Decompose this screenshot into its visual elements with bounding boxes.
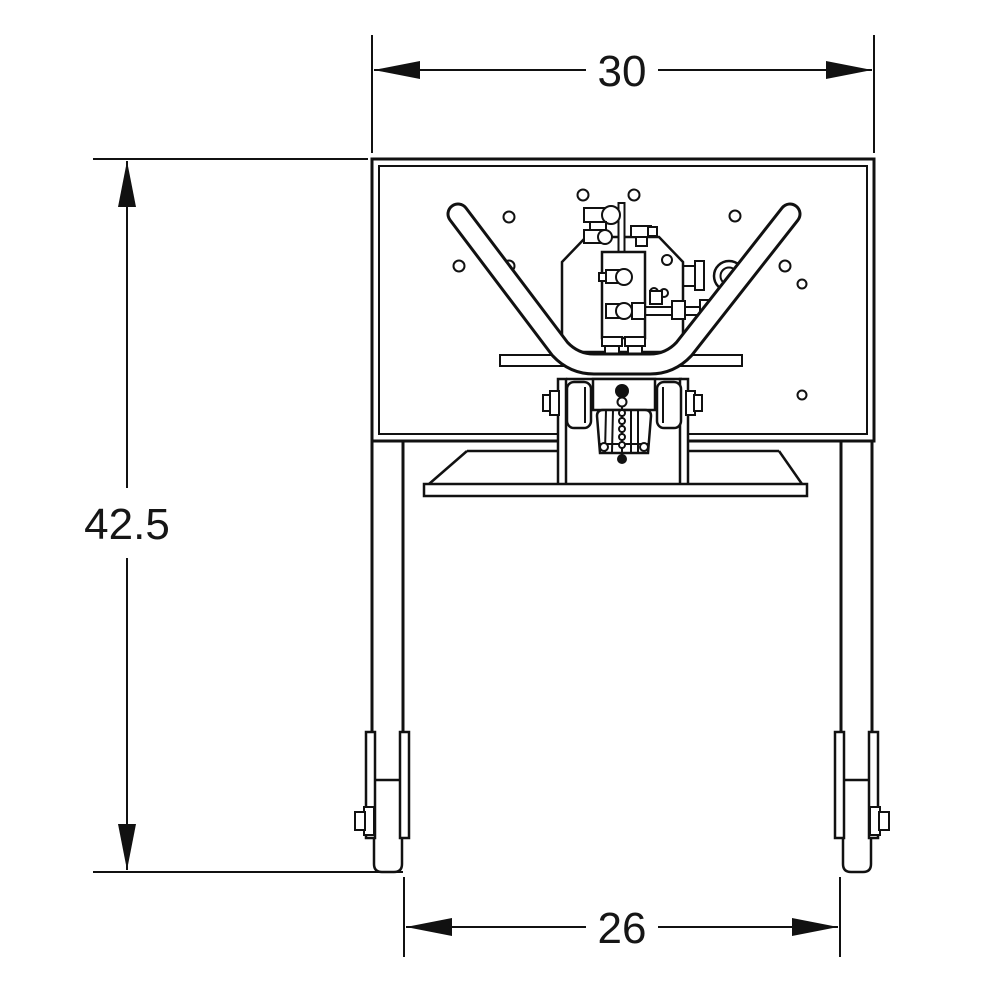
roller-right [655,380,683,430]
hole [627,188,641,202]
dimension-label-overall-height: 42.5 [84,500,170,549]
wheel-right-bracket-outer [867,730,880,840]
v-handle [446,202,802,376]
hole [728,209,742,223]
arrowhead-right [792,918,838,936]
bolt-left-washer [549,390,560,416]
elbow-fitting-round [601,205,621,225]
handle-tube-fill [449,205,799,373]
dimension-overall-height: 42.5 [84,158,403,873]
arrowhead-up [118,161,136,207]
drum-bolt [599,442,609,452]
fitting-stem [635,236,648,247]
wheel-left [354,730,411,874]
hose-union [671,300,686,320]
center-caster-assembly [542,377,703,487]
elbow-fitting-round [597,229,613,245]
chain-link [618,417,626,425]
wheel-left-bracket-outer [364,730,377,840]
arrowhead-right [826,61,872,79]
hole [576,188,590,202]
arrowhead-left [406,918,452,936]
load-tray-edges [428,449,804,485]
hole [778,259,792,273]
hole [452,259,466,273]
tee-fitting [649,290,663,305]
dimension-label-top-width: 30 [598,47,647,96]
arrowhead-left [374,61,420,79]
wheel-right-bracket-inner [833,730,846,840]
tray-right-slope [777,450,804,485]
bolt-right-head [693,394,703,412]
dimension-label-wheel-track: 26 [598,904,647,953]
chain-ball-bottom [617,454,627,464]
chain-link [618,433,626,441]
tray-front-edge [422,482,809,498]
axle-bolt [878,811,890,831]
arrowhead-down [118,824,136,870]
hole [502,210,516,224]
axle-bolt [354,811,366,831]
tank-foot [601,336,623,347]
chain-link [618,409,626,417]
hole [796,389,808,401]
hydraulic-pump-assembly [560,202,746,355]
hole [796,278,808,290]
tray-left-slope [428,450,468,485]
dimension-wheel-track: 26 [403,877,841,957]
hose-coupler [694,260,705,291]
wheel-right [833,730,890,874]
drum-bolt [639,442,649,452]
chain-link [618,425,626,433]
chain-ball-top [615,384,629,398]
port-upper [615,268,633,286]
fitting-nut [647,226,658,237]
tank-hole [661,254,673,266]
port-lower [615,302,633,320]
chain-link [616,396,628,408]
legs [370,441,874,780]
hose-fitting [631,302,646,320]
wheel-left-tire [372,778,404,874]
dimension-top-width: 30 [371,35,875,153]
tank-foot [624,336,646,347]
chain-link [618,441,626,449]
roller-left [565,380,593,430]
hose-fitting [682,265,696,287]
wheel-right-tire [841,778,873,874]
panel-mounting-holes [452,188,808,401]
pump-manifold-plate [600,250,647,340]
wheel-left-bracket-inner [398,730,411,840]
drum-rib [611,409,614,453]
